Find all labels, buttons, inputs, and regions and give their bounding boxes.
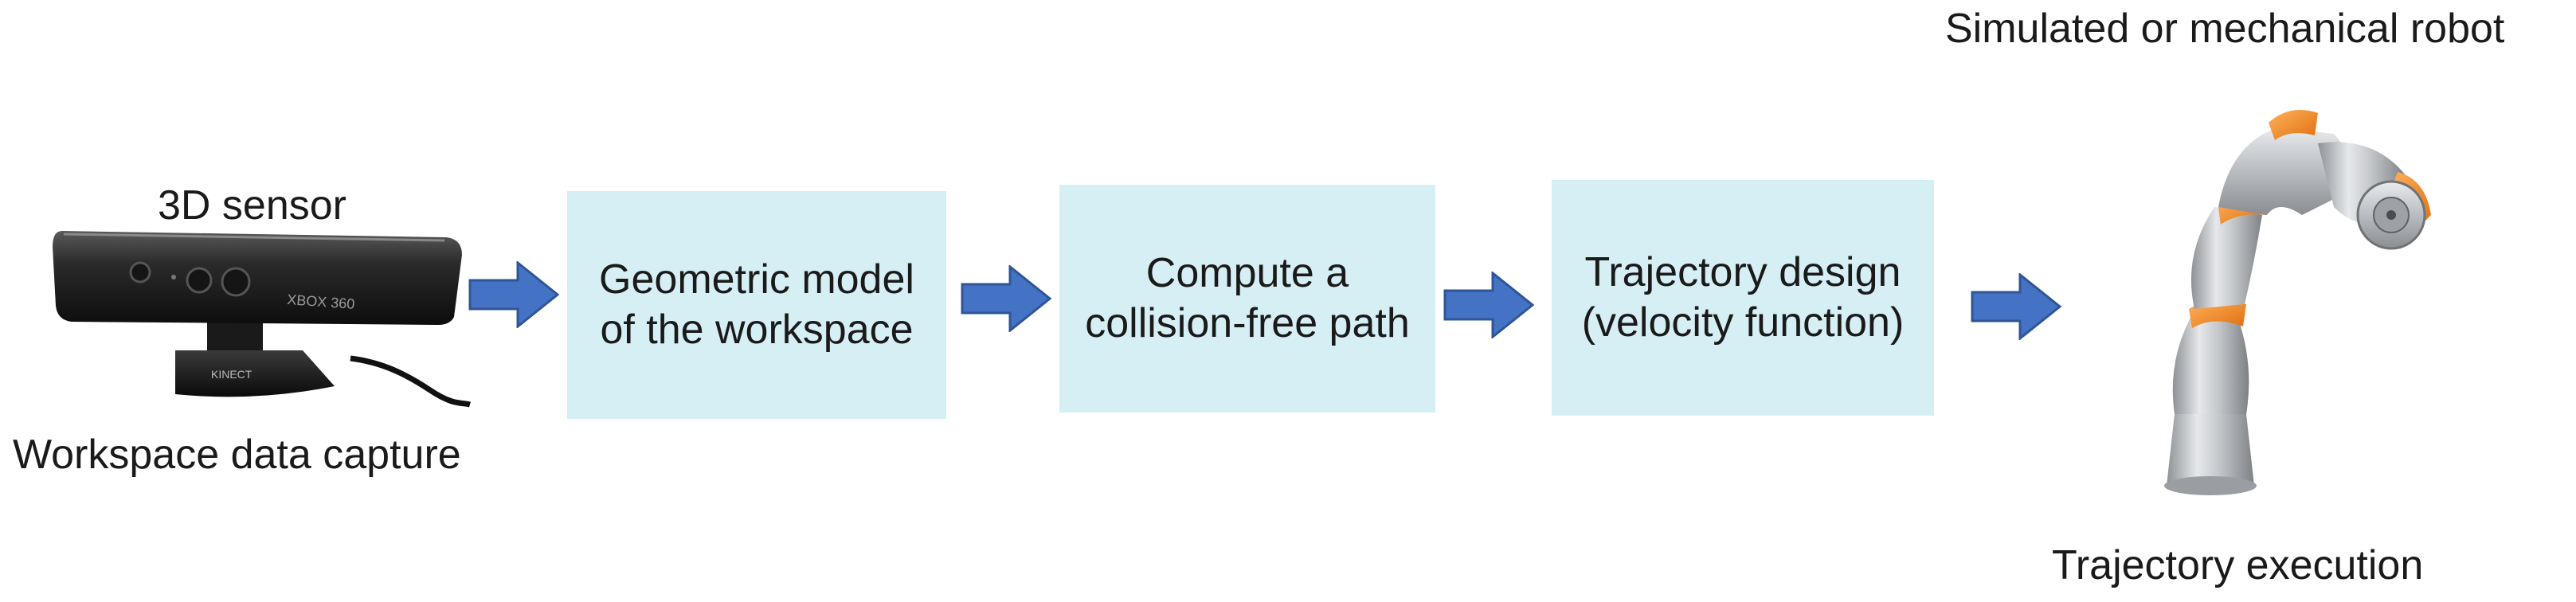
step-geometric-model: Geometric model of the workspace [567,191,946,419]
arrow-right-icon [1971,273,2062,340]
step-1-line-2: of the workspace [600,307,914,353]
robot-bottom-label: Trajectory execution [2052,542,2424,588]
sensor-top-label: 3D sensor [158,182,346,229]
step-1-line-1: Geometric model [599,256,914,303]
step-2-line-1: Compute a [1145,249,1349,296]
step-3-line-1: Trajectory design [1584,248,1901,295]
sensor-bottom-label: Workspace data capture [13,432,461,478]
kinect-sensor-icon: KINECT XBOX 360 [53,231,472,408]
arrow-right-icon [1443,272,1535,338]
base-text: KINECT [211,368,253,381]
robot-top-label: Simulated or mechanical robot [1945,6,2505,52]
step-2-line-2: collision-free path [1085,300,1410,346]
step-trajectory-design: Trajectory design (velocity function) [1552,180,1934,416]
step-3-line-2: (velocity function) [1581,299,1905,346]
step-collision-free-path: Compute a collision-free path [1059,185,1435,412]
robot-arm-icon [2164,110,2431,495]
arrow-right-icon [961,265,1052,332]
arrow-right-icon [468,261,560,328]
